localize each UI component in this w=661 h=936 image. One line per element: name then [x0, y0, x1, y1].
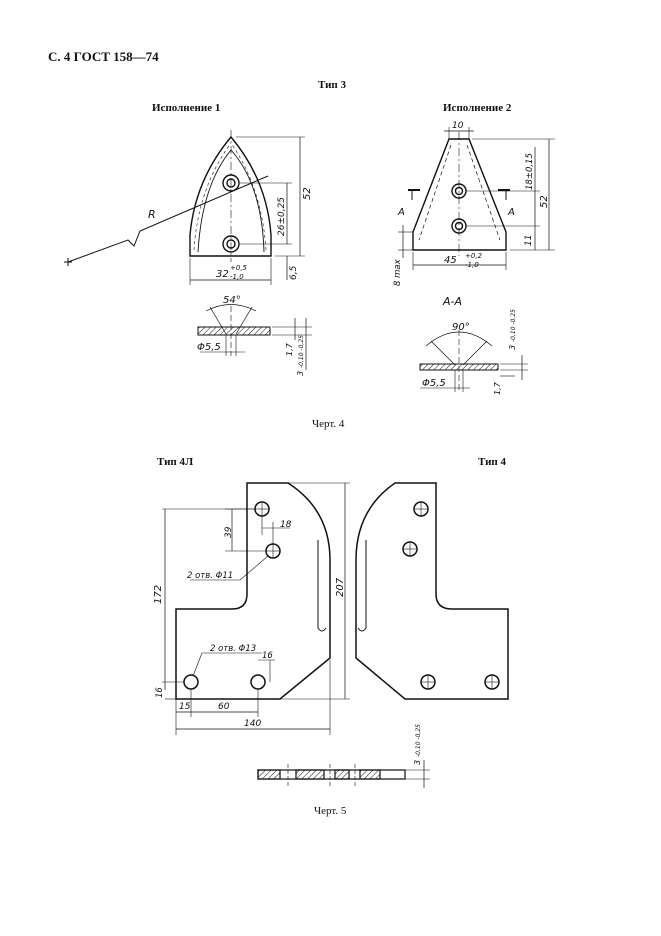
fig5-type4l-title: Тип 4Л: [157, 456, 194, 468]
exec1-angle-label: 54°: [223, 295, 241, 306]
exec2-drawing: [398, 127, 555, 392]
exec1-hole-dist-label: 26±0,25: [277, 197, 287, 236]
fig4-exec1-title: Исполнение 1: [152, 102, 221, 114]
exec1-height-label: 52: [302, 187, 313, 200]
dim-172-label: 172: [153, 585, 164, 604]
exec1-hole-dia-label: Φ5,5: [197, 342, 221, 353]
type4l-hole-3: [183, 674, 199, 690]
dim-39-label: 39: [224, 526, 234, 538]
exec1-hole-bottom: [222, 235, 240, 253]
fig5-caption: Черт. 5: [314, 805, 347, 817]
exec1-bottom-offset-label: 6,5: [289, 265, 299, 280]
exec2-angle-label: 90°: [452, 322, 470, 333]
dim-207-label: 207: [335, 577, 346, 597]
dim-16-left-label: 16: [155, 687, 165, 698]
exec1-dim17-label: 1,7: [285, 342, 294, 356]
fig5-thick-label: 3: [413, 760, 422, 765]
type4l-drawing: [162, 482, 350, 735]
dim-140-label: 140: [244, 719, 261, 729]
exec1-radius-label: R: [148, 208, 156, 221]
dim-18-label: 18: [280, 520, 292, 530]
fig5-thick-tol-label: -0,10 -0,25: [415, 724, 422, 757]
type4l-labels: 39 18 2 отв. Φ11 172 207 2 отв. Φ13 16 1…: [153, 520, 346, 729]
fig5-section: [257, 760, 430, 788]
exec2-hole-dist-label: 18±0,15: [525, 153, 535, 190]
dim-15-label: 15: [179, 702, 191, 712]
type4-outline: [355, 482, 509, 700]
exec2-side-dim-label: 8 max: [393, 258, 403, 286]
exec2-section-mark-right: A: [507, 207, 515, 218]
exec2-dim17-label: 1,7: [493, 381, 502, 395]
fig4-exec2-title: Исполнение 2: [443, 102, 512, 114]
exec1-outline: [189, 135, 272, 257]
dim-16-right-label: 16: [262, 651, 273, 661]
exec1-drawing: [64, 130, 312, 370]
fig5-section-labels: 3 -0,10 -0,25: [413, 724, 422, 765]
exec2-width-tol-down: -1,0: [465, 261, 479, 269]
exec2-top-width-label: 10: [452, 121, 464, 131]
exec2-section-title: A-A: [442, 295, 462, 308]
dim-60-label: 60: [218, 702, 230, 712]
exec1-width-tol-up: +0,5: [230, 264, 248, 272]
exec2-height-label: 52: [539, 195, 550, 208]
exec2-hole-dia-label: Φ5,5: [422, 378, 446, 389]
exec2-width-tol-up: +0,2: [465, 252, 483, 260]
exec2-thick-tol-label: -0,10 -0,25: [510, 309, 517, 342]
exec2-labels: 10 18±0,15 52 11 45 +0,2 -1,0 8 max A A …: [393, 121, 550, 395]
exec2-bottom-offset-label: 11: [524, 235, 534, 246]
type4-drawing: [355, 482, 509, 700]
fig4-type-title: Тип 3: [318, 79, 346, 91]
fig4-caption: Черт. 4: [312, 418, 345, 430]
exec1-width-label: 32: [216, 269, 229, 280]
exec2-thick-label: 3: [508, 345, 517, 350]
holes-13-label: 2 отв. Φ13: [210, 644, 256, 654]
type4l-hole-4: [250, 674, 266, 690]
fig5-type4-title: Тип 4: [478, 456, 506, 468]
exec2-section-mark-left: A: [397, 207, 405, 218]
exec1-thick-tol-label: -0,10 -0,25: [298, 335, 305, 368]
exec2-width-label: 45: [444, 255, 457, 266]
exec1-thick-label: 3: [296, 371, 305, 376]
exec1-width-tol-down: -1,0: [230, 273, 244, 281]
holes-11-label: 2 отв. Φ11: [187, 571, 233, 581]
type4l-outline: [175, 482, 331, 700]
exec1-labels: R 52 26±0,25 6,5 32 +0,5 -1,0 54° Φ5,5 1…: [148, 187, 313, 376]
page-header: С. 4 ГОСТ 158—74: [48, 49, 159, 64]
